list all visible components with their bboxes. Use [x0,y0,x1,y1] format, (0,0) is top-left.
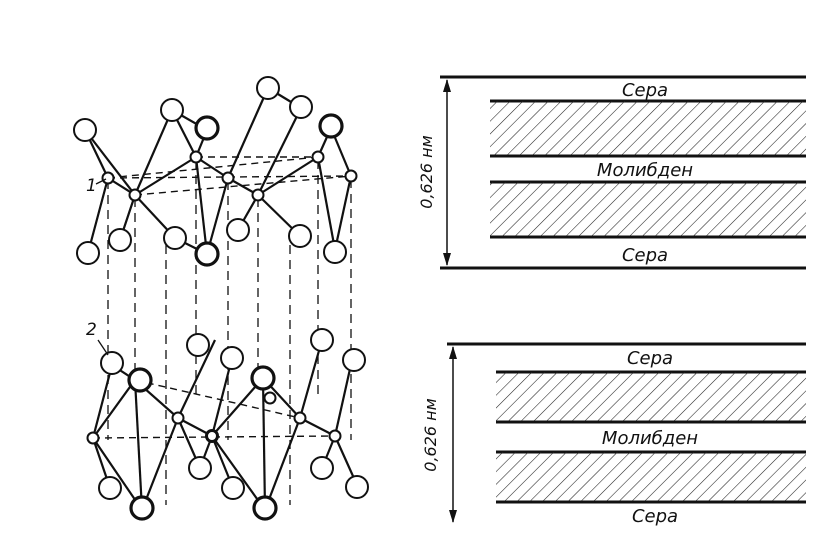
sulfur-atom [76,241,100,265]
crystal-structure: 1 2 [73,76,369,521]
sulfur-atom [310,456,334,480]
hatched-layer [496,452,806,502]
sulfur-atom [220,346,244,370]
hatched-layer [490,182,806,237]
sulfur-atom [221,476,245,500]
upper-layer-atoms [73,76,358,267]
molybdenum-atom [221,171,235,185]
hatched-layer [490,101,806,156]
dimension-arrow [443,79,451,266]
sulfur-atom [163,226,187,250]
sulfur-atom [226,218,250,242]
label-sulfur-top: Сера [622,80,668,101]
molybdenum-atom [189,150,203,164]
molybdenum-atom [311,150,325,164]
sulfur-atom [323,240,347,264]
sulfur-atom [252,495,278,521]
sulfur-atom [108,228,132,252]
sulfur-atom [100,351,124,375]
molybdenum-atom [251,188,265,202]
sulfur-atom [256,76,280,100]
dimension-label: 0,626 нм [417,135,436,208]
sulfur-atom [310,328,334,352]
sulfur-atom [188,456,212,480]
molybdenum-atom [263,391,277,405]
layer-schematic-bottom: Сера Молибден Сера 0,626 нм [421,342,806,527]
layer-marker-1: 1 [86,176,107,196]
sulfur-atom [186,333,210,357]
molybdenum-atom [128,188,142,202]
label-sulfur-bottom: Сера [622,245,668,266]
sulfur-atom [289,95,313,119]
layer-schematic-top: Сера Молибден Сера 0,626 нм [417,75,806,270]
sulfur-atom [129,495,155,521]
sulfur-atom [127,367,153,393]
upper-layer-bonds [84,87,353,255]
label-molybdenum: Молибден [597,160,693,181]
label-molybdenum: Молибден [602,428,698,449]
molybdenum-atom [328,429,342,443]
molybdenum-atom [101,171,115,185]
sulfur-atom [98,476,122,500]
dimension-arrow [449,346,457,523]
layer-marker-2: 2 [86,320,109,356]
sulfur-atom [160,98,184,122]
sulfur-atom [342,348,366,372]
label-sulfur-bottom: Сера [632,506,678,527]
molybdenum-atom [171,411,185,425]
hatched-layer [496,372,806,422]
sulfur-atom [345,475,369,499]
dimension-label: 0,626 нм [421,398,440,471]
label-sulfur-top: Сера [627,348,673,369]
molybdenum-atom [344,169,358,183]
layer-marker-2-label: 2 [86,320,97,340]
sulfur-atom [318,113,344,139]
sulfur-atom [250,365,276,391]
sulfur-atom [194,241,220,267]
lower-layer-atoms [86,328,369,521]
layer-marker-1-label: 1 [86,176,97,196]
molybdenum-atom [205,429,219,443]
molybdenum-atom [86,431,100,445]
sulfur-atom [73,118,97,142]
sulfur-atom [194,115,220,141]
molybdenum-atom [293,411,307,425]
sulfur-atom [288,224,312,248]
